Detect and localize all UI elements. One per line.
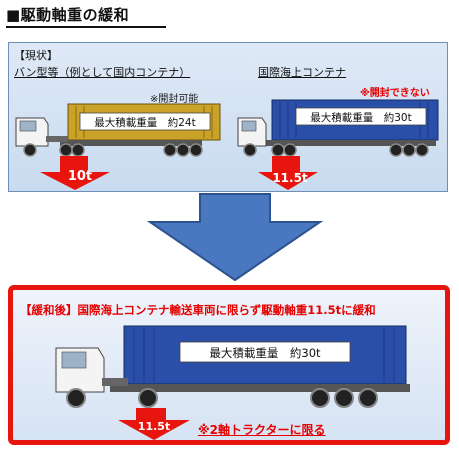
after-wheels bbox=[66, 388, 378, 408]
left-chassis bbox=[60, 140, 202, 146]
left-cargo-text: 最大積載重量 約24t bbox=[94, 116, 195, 129]
after-condition-note: ※2軸トラクターに限る bbox=[198, 423, 326, 437]
right-truck-label: 国際海上コンテナ bbox=[258, 66, 346, 79]
left-openable-note: ※開封可能 bbox=[150, 94, 199, 105]
after-axle-arrow: 11.5t bbox=[118, 408, 190, 440]
after-coupling bbox=[102, 378, 128, 386]
left-axle-arrow: 10t bbox=[40, 156, 110, 190]
right-axle-value: 11.5t bbox=[272, 171, 308, 185]
left-truck: 最大積載重量 約24t bbox=[15, 103, 221, 157]
current-heading: 【現状】 bbox=[14, 49, 58, 62]
title-underline bbox=[6, 26, 166, 28]
right-cargo-box bbox=[295, 107, 427, 126]
right-truck: 最大積載重量 約30t bbox=[237, 99, 439, 157]
left-cargo-box bbox=[79, 112, 211, 131]
left-axle-value: 10t bbox=[68, 169, 92, 184]
after-cab-window bbox=[61, 351, 87, 369]
page-title: ■駆動軸重の緩和 bbox=[6, 6, 130, 24]
right-cargo-text: 最大積載重量 約30t bbox=[310, 111, 411, 124]
left-wheels bbox=[23, 143, 203, 157]
after-truck: 最大積載重量 約30t bbox=[55, 325, 410, 408]
right-cab-window bbox=[241, 120, 257, 132]
after-cargo-text: 最大積載重量 約30t bbox=[209, 346, 321, 360]
left-coupling bbox=[46, 136, 68, 142]
right-not-openable-note: ※開封できない bbox=[360, 88, 430, 99]
after-cargo-box bbox=[179, 341, 351, 363]
left-truck-label: バン型等（例として国内コンテナ） bbox=[14, 66, 191, 79]
after-chassis bbox=[110, 384, 410, 392]
after-heading: 【緩和後】国際海上コンテナ輸送車両に限らず駆動軸重11.5tに緩和 bbox=[20, 303, 376, 317]
transition-arrow bbox=[146, 193, 324, 282]
right-axle-arrow: 11.5t bbox=[258, 156, 318, 190]
left-cab-window bbox=[19, 120, 37, 132]
after-axle-value: 11.5t bbox=[138, 420, 170, 433]
right-chassis bbox=[266, 140, 436, 146]
